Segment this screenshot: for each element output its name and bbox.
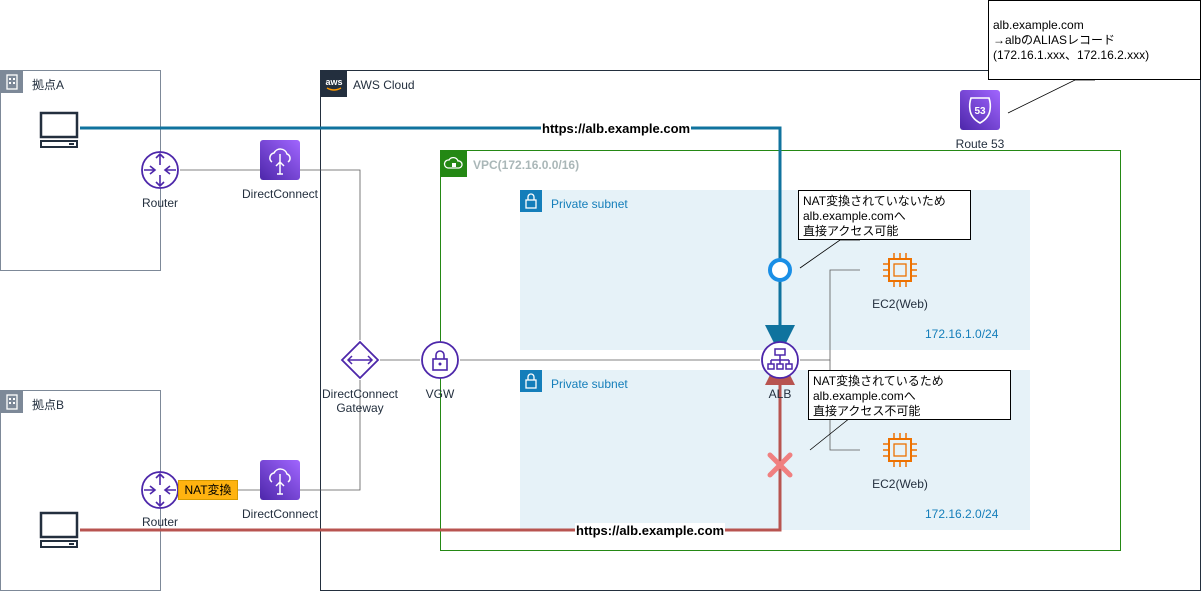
blue-access-path: [80, 126, 795, 355]
callout-ng-line3: 直接アクセス不可能: [813, 404, 921, 418]
route53-callout-line2: →albのALIASレコード: [993, 33, 1116, 47]
callout-access-ok: NAT変換されていないため alb.example.comへ 直接アクセス可能: [798, 190, 971, 240]
subnet-lock-icon: [520, 190, 542, 212]
callout-ok-line1: NAT変換されていないため: [803, 194, 946, 208]
directconnect-gateway-icon: [340, 340, 380, 380]
vpc-cloud-lock-icon: [441, 151, 467, 177]
router-a-icon: [140, 150, 180, 190]
site-a-title: 拠点A: [32, 78, 65, 92]
url-label-bottom: https://alb.example.com: [575, 523, 726, 538]
vgw-label: VGW: [425, 387, 455, 401]
callout-ok-line3: 直接アクセス可能: [803, 224, 899, 238]
router-b-icon: [140, 470, 180, 510]
router-a-label: Router: [141, 196, 179, 210]
red-access-path: [80, 355, 795, 532]
building-icon: [1, 391, 23, 413]
alb-label: ALB: [768, 387, 792, 401]
site-a-group: 拠点A: [0, 70, 161, 271]
route53-label: Route 53: [955, 137, 1005, 151]
site-b-title: 拠点B: [32, 398, 65, 412]
route53-icon: 53: [960, 90, 1000, 130]
ec2-chip-icon-2: [880, 430, 920, 470]
callout-access-ng: NAT変換されているため alb.example.comへ 直接アクセス不可能: [808, 370, 1011, 420]
ec2-2-label: EC2(Web): [872, 477, 928, 491]
directconnect-b-label: DirectConnect: [241, 507, 319, 521]
url-label-top: https://alb.example.com: [541, 121, 692, 136]
ec2-1-label: EC2(Web): [872, 297, 928, 311]
callout-ng-line1: NAT変換されているため: [813, 374, 944, 388]
blocked-x-marker: [767, 452, 793, 478]
route53-callout-line3: (172.16.1.xxx、172.16.2.xxx): [993, 48, 1150, 62]
route53-callout: alb.example.com →albのALIASレコード (172.16.1…: [988, 0, 1201, 80]
ok-circle-marker: [768, 258, 792, 282]
vpc-title: VPC(172.16.0.0/16): [473, 158, 580, 172]
subnet-1-title: Private subnet: [551, 197, 628, 211]
route53-badge-text: 53: [974, 106, 986, 117]
building-icon: [1, 71, 23, 93]
subnet-lock-icon: [520, 370, 542, 392]
directconnect-a-label: DirectConnect: [241, 187, 319, 201]
client-pc-a-icon: [38, 110, 80, 152]
aws-cloud-title: AWS Cloud: [353, 78, 415, 92]
client-pc-b-icon: [38, 510, 80, 552]
callout-ok-line2: alb.example.comへ: [803, 209, 906, 223]
callout-ng-line2: alb.example.comへ: [813, 389, 916, 403]
subnet-1-cidr: 172.16.1.0/24: [925, 327, 999, 341]
alb-icon: [760, 340, 800, 380]
dcgw-label-line2: Gateway: [336, 401, 384, 415]
directconnect-gateway-label: DirectConnect Gateway: [322, 387, 398, 415]
svg-text:aws: aws: [325, 77, 342, 87]
nat-badge: NAT変換: [178, 480, 238, 500]
dcgw-label-line1: DirectConnect: [321, 387, 399, 401]
directconnect-b-icon: [260, 460, 300, 500]
vgw-lock-icon: [420, 340, 460, 380]
subnet-2-cidr: 172.16.2.0/24: [925, 507, 999, 521]
directconnect-a-icon: [260, 140, 300, 180]
router-b-label: Router: [141, 515, 179, 529]
route53-callout-line1: alb.example.com: [993, 18, 1084, 32]
subnet-2-title: Private subnet: [551, 377, 628, 391]
aws-logo-icon: aws: [321, 71, 347, 97]
ec2-chip-icon-1: [880, 250, 920, 290]
